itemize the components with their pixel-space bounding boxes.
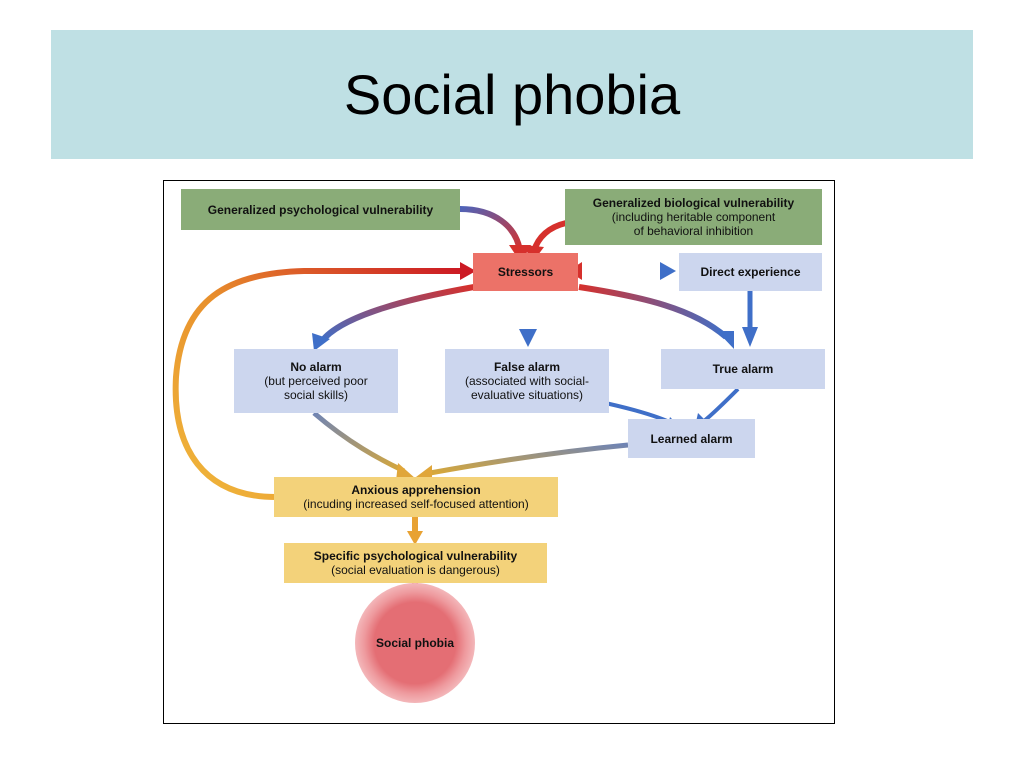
anxious-apprehension-title: Anxious apprehension	[351, 483, 481, 497]
arrowhead-false-alarm	[519, 329, 537, 347]
arrowhead-true-alarm-left	[717, 331, 734, 349]
gen-bio-title: Generalized biological vulnerability	[592, 196, 795, 210]
arrow-stressors-to-true-alarm	[578, 284, 728, 340]
box-generalized-psychological-vulnerability: Generalized psychological vulnerability	[181, 189, 460, 230]
gen-psych-label: Generalized psychological vulnerability	[207, 202, 434, 217]
learned-alarm-label: Learned alarm	[650, 431, 733, 446]
arrow-anxious-to-stressors-loop	[172, 268, 460, 500]
box-generalized-biological-vulnerability: Generalized biological vulnerability (in…	[565, 189, 822, 245]
no-alarm-title: No alarm	[290, 360, 342, 374]
false-alarm-title: False alarm	[493, 360, 561, 374]
box-direct-experience: Direct experience	[679, 253, 822, 291]
box-stressors: Stressors	[473, 253, 578, 291]
box-specific-psychological-vulnerability: Specific psychological vulnerability (so…	[284, 543, 547, 583]
box-true-alarm: True alarm	[661, 349, 825, 389]
arrow-stressors-to-no-alarm	[319, 284, 475, 343]
gen-bio-line3: of behavioral inhibition	[633, 224, 754, 238]
true-alarm-label: True alarm	[712, 362, 774, 376]
no-alarm-line3: social skills)	[283, 388, 348, 402]
no-alarm-line2: (but perceived poor	[264, 374, 368, 388]
box-learned-alarm: Learned alarm	[628, 419, 755, 458]
arrow-learned-to-anxious	[429, 442, 629, 476]
arrowhead-no-alarm	[312, 333, 330, 351]
arrowhead-direct-experience	[660, 262, 676, 280]
social-phobia-label: Social phobia	[375, 636, 454, 650]
false-alarm-line3: evaluative situations)	[470, 388, 584, 402]
social-phobia-circle: Social phobia	[355, 583, 475, 703]
specific-vulnerability-sub: (social evaluation is dangerous)	[331, 563, 500, 577]
arrow-no-alarm-to-anxious	[312, 411, 406, 474]
box-no-alarm: No alarm (but perceived poor social skil…	[234, 349, 398, 413]
title-band: Social phobia	[51, 30, 973, 159]
arrowhead-true-alarm-top	[742, 327, 758, 347]
gen-bio-line2: (including heritable component	[611, 210, 776, 224]
anxious-apprehension-sub: (incuding increased self-focused attenti…	[303, 497, 529, 511]
arrowhead-specific	[407, 531, 423, 545]
box-anxious-apprehension: Anxious apprehension (incuding increased…	[274, 477, 558, 517]
arrow-psych-to-stressors	[459, 206, 523, 252]
specific-vulnerability-title: Specific psychological vulnerability	[313, 549, 518, 563]
stressors-label: Stressors	[497, 265, 554, 279]
false-alarm-line2: (associated with social-	[464, 374, 590, 388]
arrowhead-stressors-loop	[460, 262, 476, 280]
arrow-true-to-learned	[702, 387, 740, 423]
box-false-alarm: False alarm (associated with social- eva…	[445, 349, 609, 413]
slide-title: Social phobia	[343, 63, 681, 126]
diagram-frame: Generalized psychological vulnerability …	[163, 180, 835, 724]
direct-experience-label: Direct experience	[700, 265, 801, 279]
arrowhead-anxious-left	[396, 463, 416, 481]
